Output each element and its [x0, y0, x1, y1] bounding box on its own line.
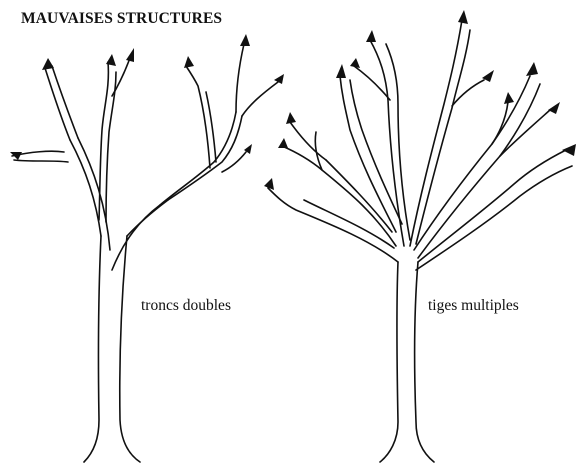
ms-twig-left-a [290, 122, 326, 160]
tree-double-trunk [12, 44, 278, 462]
ms-stem-6b [418, 84, 540, 258]
left-branch-mid-b [106, 72, 116, 222]
ms-stem-7b [416, 166, 572, 270]
right-stem-a [112, 205, 160, 270]
ms-stem-1a [268, 188, 398, 262]
left-tree-branch-tips [10, 34, 284, 160]
left-trunk-outline-left [84, 236, 101, 462]
right-twig-c [222, 152, 246, 172]
ms-stem-5b [416, 30, 470, 244]
left-trunk-outline-right [120, 236, 140, 462]
right-branch-high-a [186, 66, 210, 168]
right-trunk-outline-left [380, 262, 398, 462]
label-multiple-stems: tiges multiples [428, 297, 519, 315]
ms-stem-2b [326, 160, 392, 232]
ms-twig-left-b [315, 132, 322, 170]
right-stem-b [127, 200, 168, 236]
left-stem-b [78, 138, 110, 250]
right-branch-up-b [168, 116, 242, 200]
ms-twig-center-a [354, 66, 390, 100]
left-branch-side-b [14, 160, 68, 162]
label-double-trunks: troncs doubles [141, 297, 231, 315]
left-branch-top-a [45, 68, 70, 140]
right-branch-high-b [206, 92, 216, 162]
ms-twig-center-b [452, 80, 484, 106]
right-twig-a [236, 44, 244, 112]
right-trunk-outline-right [415, 262, 434, 462]
ms-stem-7a [418, 150, 566, 262]
right-tree-branch-tips [264, 10, 576, 190]
right-twig-b [242, 82, 278, 116]
tree-multiple-stems [268, 20, 572, 462]
